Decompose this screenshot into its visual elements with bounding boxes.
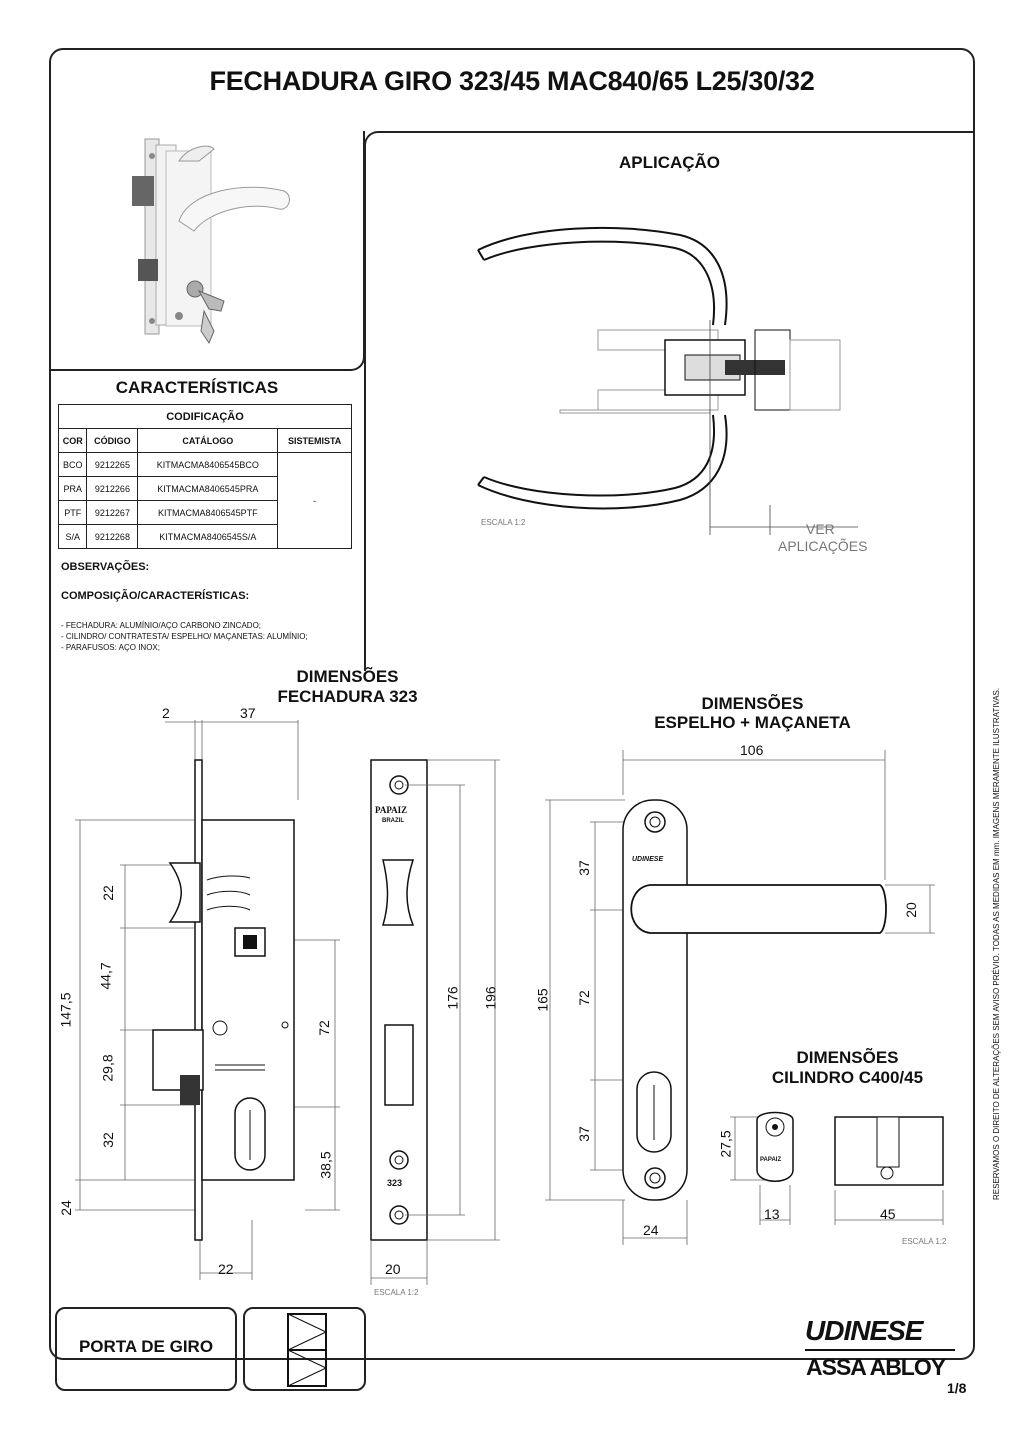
aplicacao-escala: ESCALA 1:2: [481, 518, 526, 527]
cell-cor: BCO: [57, 452, 88, 477]
cell-catalogo: KITMACMA8406545BCO: [137, 452, 279, 477]
document-title: FECHADURA GIRO 323/45 MAC840/65 L25/30/3…: [209, 66, 815, 96]
caracteristicas-title: CARACTERÍSTICAS: [115, 378, 279, 397]
ver-label: VER: [806, 521, 835, 537]
cell-cor: S/A: [57, 524, 88, 549]
dim-32: 32: [99, 1132, 116, 1148]
dim-24: 24: [57, 1200, 74, 1216]
cell-cor: PRA: [57, 476, 88, 501]
table-row: PRA 9212266 KITMACMA8406545PRA: [57, 476, 352, 501]
dim-24b: 24: [643, 1222, 659, 1238]
cell-catalogo: KITMACMA8406545S/A: [137, 524, 279, 549]
table-row: PTF 9212267 KITMACMA8406545PTF: [57, 500, 352, 525]
dim-147: 147,5: [57, 992, 74, 1028]
page-frame: [49, 48, 975, 1360]
dim-29: 29,8: [99, 1054, 116, 1082]
cell-sistemista: -: [277, 452, 352, 549]
cilindro-title-1: DIMENSÕES: [796, 1048, 899, 1067]
dim-72b: 72: [575, 990, 592, 1006]
composicao-item: - FECHADURA: ALUMÍNIO/AÇO CARBONO ZINCAD…: [61, 621, 262, 630]
col-codigo: CÓDIGO: [86, 428, 139, 453]
door-icon: [287, 1313, 327, 1387]
product-photo: [132, 138, 290, 345]
logo-divider: [805, 1349, 955, 1351]
fechadura-escala: ESCALA 1:2: [374, 1288, 419, 1297]
col-catalogo: CATÁLOGO: [137, 428, 279, 453]
dim-165: 165: [534, 988, 551, 1012]
dim-196: 196: [482, 986, 499, 1010]
aplicacao-drawing: [477, 226, 858, 535]
porta-de-giro-box: PORTA DE GIRO: [55, 1307, 237, 1391]
dim-20: 20: [385, 1261, 401, 1277]
product-image-box: [49, 131, 365, 371]
dim-37: 37: [240, 705, 256, 721]
dim-27: 27,5: [717, 1130, 734, 1158]
dim-13: 13: [764, 1206, 780, 1222]
cilindro-escala: ESCALA 1:2: [902, 1237, 947, 1246]
espelho-title-2: ESPELHO + MAÇANETA: [654, 713, 851, 732]
cell-codigo: 9212268: [86, 524, 139, 549]
porta-de-giro-label: PORTA DE GIRO: [78, 1337, 214, 1356]
composicao-title: COMPOSIÇÃO/CARACTERÍSTICAS:: [61, 590, 250, 602]
espelho-title-1: DIMENSÕES: [701, 694, 804, 713]
cell-cor: PTF: [57, 500, 88, 525]
assa-abloy-logo: ASSA ABLOY: [806, 1354, 946, 1380]
fechadura-title-2: FECHADURA 323: [277, 687, 418, 706]
codificacao-header: CODIFICAÇÃO: [58, 404, 352, 429]
dim-22a: 22: [99, 885, 116, 901]
dim-45: 45: [880, 1206, 896, 1222]
cell-catalogo: KITMACMA8406545PRA: [137, 476, 279, 501]
cilindro-title-2: CILINDRO C400/45: [771, 1068, 924, 1087]
aplicacoes-label: APLICAÇÕES: [778, 538, 868, 554]
disclaimer-text: RESERVAMOS O DIREITO DE ALTERAÇÕES SEM A…: [992, 687, 1001, 1200]
dim-72: 72: [315, 1020, 332, 1036]
table-row: S/A 9212268 KITMACMA8406545S/A: [57, 524, 352, 549]
col-cor: COR: [57, 428, 88, 453]
page-number: 1/8: [947, 1380, 967, 1396]
aplicacao-box: [364, 131, 975, 671]
dim-37b: 37: [575, 1126, 592, 1142]
papaiz-brand: PAPAIZ: [375, 805, 408, 815]
composicao-list: - FECHADURA: ALUMÍNIO/AÇO CARBONO ZINCAD…: [61, 620, 308, 653]
codificacao-table: CODIFICAÇÃO COR CÓDIGO CATÁLOGO SISTEMIS…: [57, 404, 352, 549]
udinese-logo: UDINESE: [805, 1315, 923, 1346]
fechadura-drawing: [75, 720, 500, 1285]
aplicacao-title: APLICAÇÃO: [618, 153, 721, 172]
dim-22b: 22: [218, 1261, 234, 1277]
cell-catalogo: KITMACMA8406545PTF: [137, 500, 279, 525]
fechadura-title-1: DIMENSÕES: [296, 667, 399, 686]
udinese-plate-brand: UDINESE: [632, 856, 664, 863]
dim-106: 106: [740, 742, 764, 758]
composicao-item: - CILINDRO/ CONTRATESTA/ ESPELHO/ MAÇANE…: [61, 632, 308, 641]
dim-20b: 20: [902, 902, 919, 918]
cilindro-brand: PAPAIZ: [760, 1157, 782, 1163]
cell-codigo: 9212267: [86, 500, 139, 525]
dim-37a: 37: [575, 860, 592, 876]
observacoes-label: OBSERVAÇÕES:: [61, 561, 150, 573]
col-sistemista: SISTEMISTA: [277, 428, 352, 453]
door-icon-box: [243, 1307, 366, 1391]
composicao-item: - PARAFUSOS: AÇO INOX;: [61, 643, 160, 652]
cilindro-drawing: [730, 1111, 944, 1225]
cell-codigo: 9212266: [86, 476, 139, 501]
dim-2: 2: [162, 705, 170, 721]
model-323: 323: [387, 1178, 403, 1188]
dim-44: 44,7: [97, 962, 114, 990]
papaiz-brand-sub: BRAZIL: [382, 818, 404, 824]
table-row: BCO 9212265 KITMACMA8406545BCO -: [57, 452, 352, 549]
espelho-drawing: [545, 750, 935, 1245]
dim-38: 38,5: [317, 1151, 334, 1179]
cell-codigo: 9212265: [86, 452, 139, 477]
dim-176: 176: [444, 986, 461, 1010]
